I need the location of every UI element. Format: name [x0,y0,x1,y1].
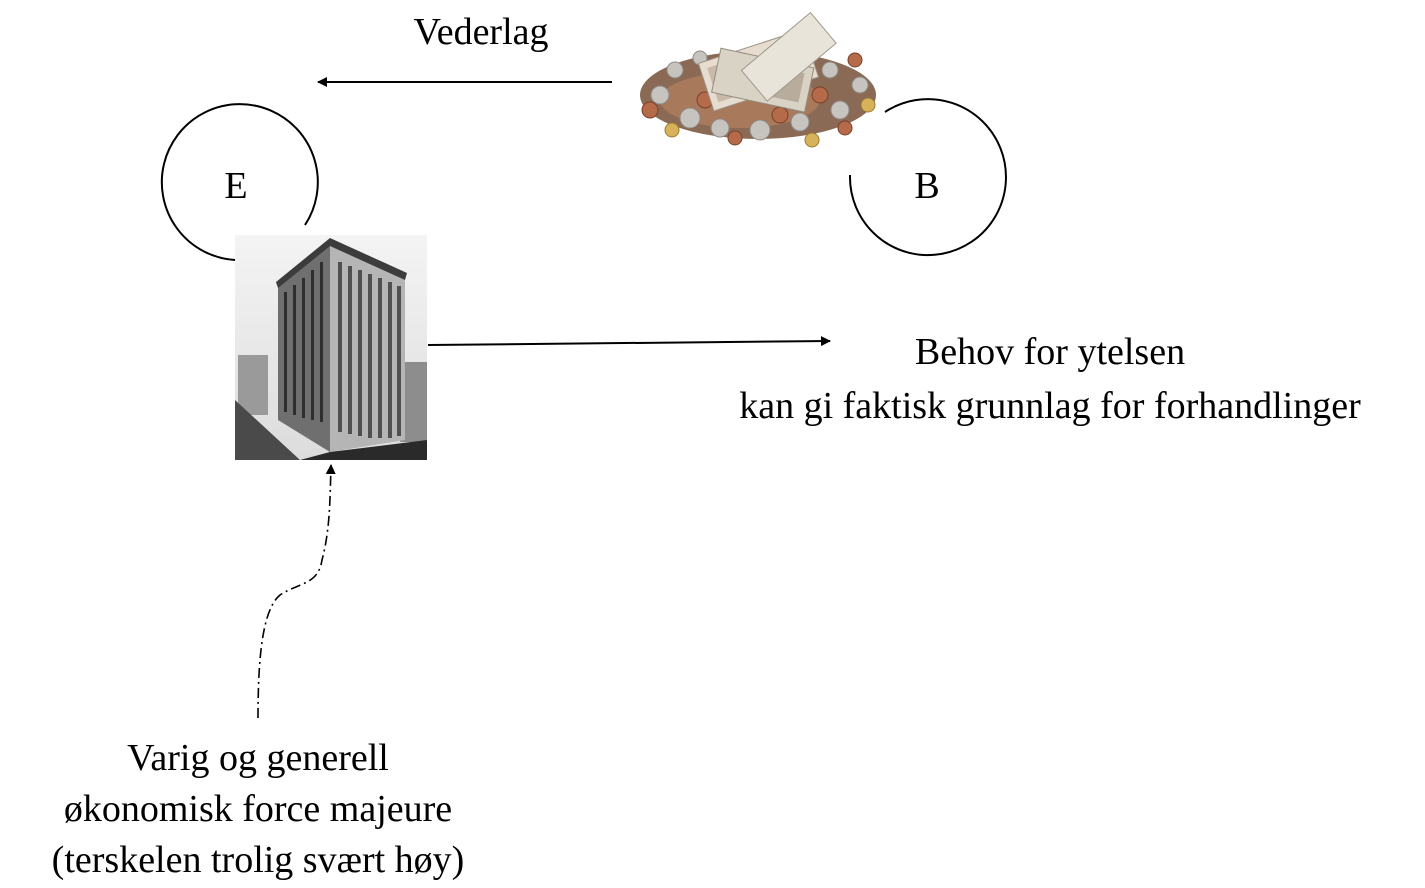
force-majeure-line1: Varig og generell [127,737,389,779]
behov-arrow [427,336,831,347]
force-majeure-arrow [257,464,336,719]
party-b-circle [848,98,1007,257]
force-majeure-line3: (terskelen trolig svært høy) [51,839,465,881]
behov-text-line2: kan gi faktisk grunnlag for forhandlinge… [739,385,1361,427]
vederlag-label: Vederlag [413,11,549,53]
behov-text-line1: Behov for ytelsen [914,331,1186,373]
party-b-label: B [914,165,940,207]
party-e-label: E [224,165,248,207]
money-pile-image [640,11,876,148]
office-building-image [235,235,427,460]
force-majeure-line2: økonomisk force majeure [63,788,453,830]
party-e-circle [160,103,319,261]
